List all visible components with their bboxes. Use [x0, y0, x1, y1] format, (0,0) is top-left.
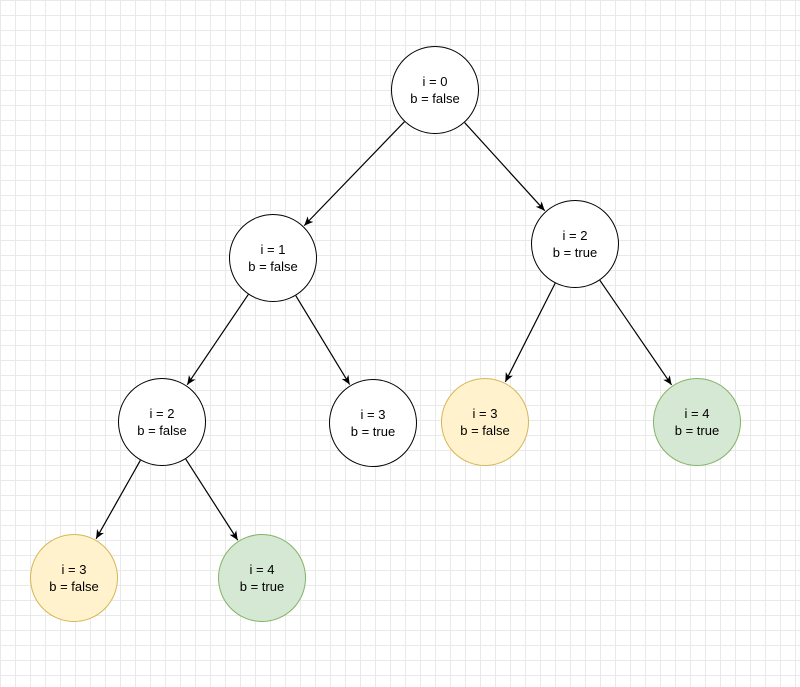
node-label-i: i = 0	[422, 74, 448, 89]
node-label-i: i = 3	[61, 562, 87, 577]
tree-node-level3-right: i = 4 b = true	[218, 534, 306, 622]
node-label-b: b = false	[248, 259, 298, 274]
node-label-i: i = 3	[472, 406, 498, 421]
node-label-b: b = false	[49, 579, 99, 594]
node-label-i: i = 2	[149, 406, 175, 421]
edge-arrow	[186, 294, 249, 386]
tree-node-level2-left: i = 2 b = false	[118, 378, 206, 466]
edge-arrow	[295, 295, 351, 385]
edge-arrow	[464, 122, 546, 212]
edge-arrow	[599, 279, 673, 386]
node-label-b: b = true	[552, 245, 598, 260]
edge-arrow	[303, 121, 405, 227]
node-label-i: i = 3	[360, 407, 386, 422]
edge-arrow	[504, 282, 556, 383]
node-label-b: b = false	[410, 91, 460, 106]
node-label-b: b = true	[350, 424, 396, 439]
edge-arrow	[95, 460, 141, 540]
node-label-i: i = 1	[260, 242, 286, 257]
tree-node-level1-right: i = 2 b = true	[531, 200, 619, 288]
node-label-i: i = 2	[562, 228, 588, 243]
tree-node-level1-left: i = 1 b = false	[229, 214, 317, 302]
tree-node-level2-right-b: i = 4 b = true	[653, 378, 741, 466]
node-label-b: b = false	[460, 423, 510, 438]
tree-node-level2-right-a: i = 3 b = false	[441, 378, 529, 466]
tree-node-root: i = 0 b = false	[391, 46, 479, 134]
node-label-b: b = true	[674, 423, 720, 438]
edge-arrow	[185, 458, 239, 541]
tree-node-level3-left: i = 3 b = false	[30, 534, 118, 622]
node-label-b: b = false	[137, 423, 187, 438]
node-label-i: i = 4	[684, 406, 710, 421]
node-label-b: b = true	[239, 579, 285, 594]
node-label-i: i = 4	[249, 562, 275, 577]
tree-node-level2-mid: i = 3 b = true	[329, 379, 417, 467]
